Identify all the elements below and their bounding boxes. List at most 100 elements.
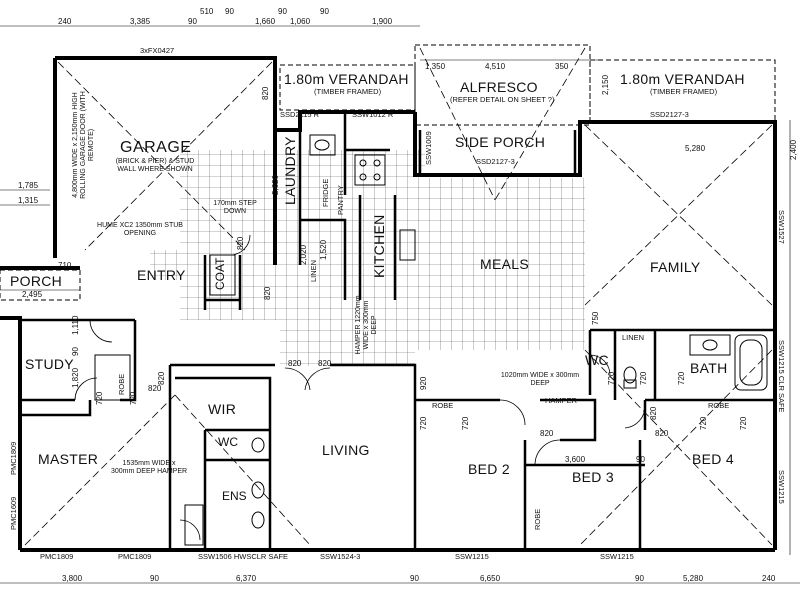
fridge-label: FRIDGE	[321, 178, 330, 207]
hume-note: HUME XC2 1350mm STUB OPENING	[97, 222, 183, 238]
hamper-bed-note: 1020mm WIDE x 300mm DEEP	[500, 372, 580, 388]
robe-bed4: ROBE	[708, 401, 730, 410]
window-pmc-bot2: PMC1809	[118, 552, 152, 561]
external-walls	[0, 56, 777, 552]
window-ssw-side: SSW1009	[424, 131, 433, 165]
dim-in-23: 2,620	[271, 174, 280, 195]
dim-in-2: 820	[148, 384, 162, 393]
dim-top-3: 510	[200, 7, 214, 16]
dim-in-14: 5,280	[685, 144, 706, 153]
dim-in-20: 720	[607, 371, 616, 385]
dim-top-2: 90	[188, 17, 197, 26]
window-ssw-bot4: SSW1215	[600, 552, 634, 561]
dim-in-16: 820	[263, 286, 272, 300]
dim-in-9: 720	[461, 416, 470, 430]
robe-bed3: ROBE	[533, 508, 542, 530]
dim-in-5: 820	[540, 429, 554, 438]
dim-bot-0: 3,800	[62, 574, 83, 583]
dim-in-27: 2,400	[789, 139, 798, 160]
room-bed2: BED 2	[468, 461, 510, 477]
room-family: FAMILY	[650, 259, 701, 275]
room-bath: BATH	[690, 360, 728, 376]
dim-left-0: 1,785	[18, 181, 39, 190]
room-garage: GARAGE	[120, 139, 192, 156]
dim-in-12: 3,600	[565, 455, 586, 464]
room-side-porch: SIDE PORCH	[455, 134, 546, 150]
room-laundry: LAUNDRY	[282, 136, 298, 205]
alfresco-note: (REFER DETAIL ON SHEET ?)	[450, 95, 555, 104]
window-ssw-bot2: SSW1524-3	[320, 552, 361, 561]
dim-bot-7: 240	[762, 574, 776, 583]
dim-in-19: 820	[157, 371, 166, 385]
dim-in-10: 720	[699, 416, 708, 430]
verandah-right-note: (TIMBER FRAMED)	[650, 87, 718, 96]
dim-in-21: 720	[639, 371, 648, 385]
dim-bot-3: 90	[410, 574, 419, 583]
window-ssw-bot1: SSW1506 HWSCLR SAFE	[198, 552, 289, 561]
dimension-lines	[0, 25, 800, 584]
window-ssw-bot3: SSW1215	[455, 552, 489, 561]
dim-in-15: 820	[261, 86, 270, 100]
window-ssd-r: SSD2127-3	[650, 110, 689, 119]
dim-bot-6: 5,280	[683, 574, 704, 583]
dim-in-24: 2,020	[299, 244, 308, 265]
window-ssd-l: SSD2115 R	[280, 110, 320, 119]
robe-study: ROBE	[117, 373, 126, 395]
dim-top-7: 1,060	[290, 17, 311, 26]
dim-left-2: 2,495	[22, 290, 43, 299]
door-swings	[74, 234, 646, 541]
dim-in-1: 820	[318, 359, 332, 368]
room-bed4: BED 4	[692, 451, 734, 467]
dim-in-22: 720	[677, 371, 686, 385]
dim-top-5: 1,660	[255, 17, 276, 26]
garage-door-note: 4,800mm WIDE x 2,150mm HIGH ROLLING GARA…	[72, 91, 96, 199]
robe-bed2: ROBE	[432, 401, 454, 410]
dim-in-3: 720	[95, 391, 104, 405]
dim-in-18: 820	[236, 236, 245, 250]
dim-in-6: 820	[655, 429, 669, 438]
room-master: MASTER	[38, 451, 99, 467]
room-study: STUDY	[25, 356, 74, 372]
dim-left-6: 90	[71, 347, 80, 356]
dim-in-13: 90	[636, 455, 645, 464]
fixtures	[94, 134, 768, 546]
room-bed3: BED 3	[572, 469, 614, 485]
dim-top-8: 90	[320, 7, 329, 16]
verandah-outlines	[0, 44, 776, 301]
dim-in-0: 820	[288, 359, 302, 368]
room-coat: COAT	[213, 257, 227, 290]
dim-in-8: 720	[419, 416, 428, 430]
room-wc-ens: WC	[218, 435, 238, 449]
dim-bot-2: 6,370	[236, 574, 257, 583]
dim-bot-1: 90	[150, 574, 159, 583]
hamper-ens-note: 1535mm WIDE x 300mm DEEP HAMPER	[110, 460, 188, 476]
dim-in-17: 920	[419, 376, 428, 390]
room-wc: WC	[585, 352, 609, 368]
room-living: LIVING	[322, 442, 370, 458]
window-ssw-right2: SSW1215 CLR SAFE	[777, 340, 786, 413]
room-meals: MEALS	[480, 256, 529, 272]
window-ssw-right3: SSW1215	[777, 470, 786, 504]
dim-left-1: 1,315	[18, 196, 39, 205]
dim-top-4: 90	[225, 7, 234, 16]
hamper-bed: HAMPER	[545, 396, 578, 405]
pantry-label: PANTRY	[336, 185, 345, 215]
hamper-living-note: HAMPER 1220mm WIDE x 300mm DEEP	[355, 295, 379, 355]
window-pmc-left1: PMC1809	[9, 441, 18, 475]
dim-in-26: 750	[591, 311, 600, 325]
dim-top-1: 3,385	[130, 17, 151, 26]
dim-in-11: 720	[739, 416, 748, 430]
dim-top2-3: 2,150	[601, 74, 610, 95]
dim-left-5: 1,820	[71, 367, 80, 388]
dim-left-4: 1,110	[71, 315, 80, 335]
room-wir: WIR	[208, 401, 237, 417]
window-pmc-bot1: PMC1809	[40, 552, 74, 561]
dim-top-6: 90	[278, 7, 287, 16]
dim-in-7: 820	[649, 406, 658, 420]
step-down-note: 170mm STEP DOWN	[213, 200, 257, 216]
garage-note: (BRICK & PIER) & STUD WALL WHERE SHOWN	[115, 158, 195, 174]
dim-left-3: 710	[58, 261, 72, 270]
room-porch: PORCH	[10, 273, 63, 289]
